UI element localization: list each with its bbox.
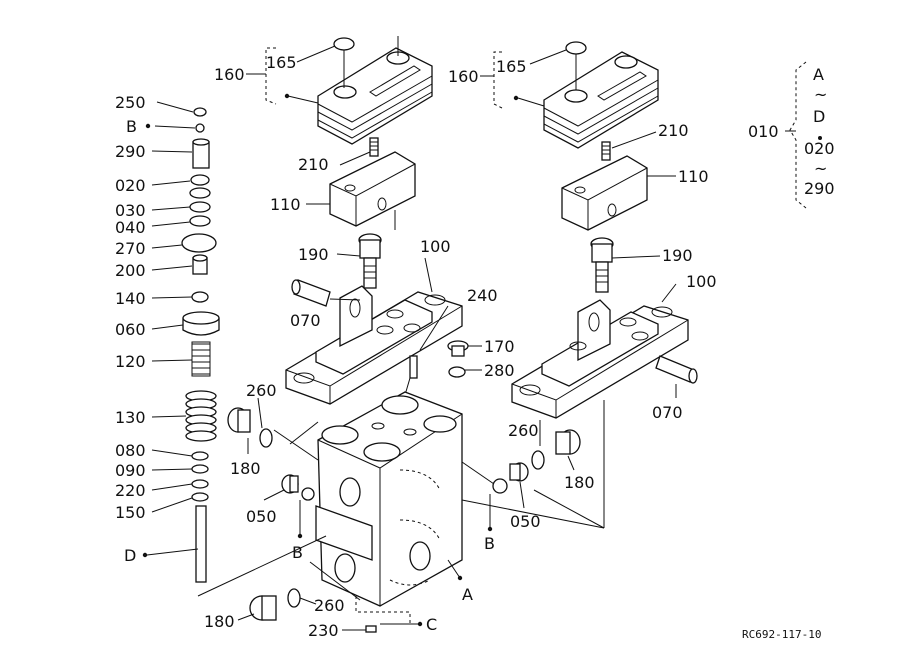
plug-180-left — [227, 407, 251, 433]
pin-070-left — [291, 279, 331, 307]
label-240: 240 — [467, 286, 498, 305]
label-B-center: B — [292, 543, 303, 562]
plug-050-left — [281, 474, 299, 494]
cover-assembly-left — [317, 36, 433, 145]
label-290: 290 — [115, 142, 146, 161]
label-080: 080 — [115, 441, 146, 460]
label-050-right: 050 — [510, 512, 541, 531]
label-190-left: 190 — [298, 245, 329, 264]
label-165-right: 165 — [496, 57, 527, 76]
label-210-left: 210 — [298, 155, 329, 174]
screw-210-right — [601, 141, 611, 161]
part-labels: 250 B 290 020 030 040 270 200 140 060 12… — [115, 53, 835, 641]
label-250: 250 — [115, 93, 146, 112]
screw-210-left — [369, 137, 379, 157]
label-260-bottom: 260 — [314, 596, 345, 615]
label-B-right: B — [484, 534, 495, 553]
label-190-right: 190 — [662, 246, 693, 265]
label-230: 230 — [308, 621, 339, 640]
spool-stack — [181, 107, 220, 583]
group-label-D: D — [813, 107, 825, 126]
label-270: 270 — [115, 239, 146, 258]
cover-assembly-right — [543, 41, 659, 149]
pin-070-right — [655, 355, 698, 384]
label-A: A — [462, 585, 473, 604]
label-050-left: 050 — [246, 507, 277, 526]
label-B-left: B — [126, 117, 137, 136]
label-040: 040 — [115, 218, 146, 237]
label-110-left: 110 — [270, 195, 301, 214]
plug-180-bottom — [249, 595, 277, 621]
label-140: 140 — [115, 289, 146, 308]
group-label-A: A — [813, 65, 824, 84]
label-060: 060 — [115, 320, 146, 339]
plate-100-left — [285, 285, 463, 405]
label-C: C — [426, 615, 437, 634]
label-180-left: 180 — [230, 459, 261, 478]
label-100-left: 100 — [420, 237, 451, 256]
label-160-left: 160 — [214, 65, 245, 84]
left-leaders — [146, 101, 199, 556]
valve-body — [315, 391, 463, 607]
label-020: 020 — [115, 176, 146, 195]
label-030: 030 — [115, 201, 146, 220]
plate-100-right — [511, 299, 689, 419]
label-260-right: 260 — [508, 421, 539, 440]
bolt-190-right — [590, 237, 614, 293]
group-label-290: 290 — [804, 179, 835, 198]
group-tilde-1: ~ — [814, 85, 827, 104]
label-280: 280 — [484, 361, 515, 380]
plug-170 — [447, 340, 469, 357]
label-165-left: 165 — [266, 53, 297, 72]
label-D: D — [124, 546, 136, 565]
plug-180-right — [555, 429, 581, 455]
block-110-left — [329, 151, 416, 227]
label-130: 130 — [115, 408, 146, 427]
group-label-020: 020 — [804, 139, 835, 158]
label-100-right: 100 — [686, 272, 717, 291]
label-150: 150 — [115, 503, 146, 522]
label-180-bottom: 180 — [204, 612, 235, 631]
assembly-lines — [197, 400, 605, 601]
bolt-190-left — [358, 233, 382, 289]
label-010: 010 — [748, 122, 779, 141]
block-110-right — [561, 155, 648, 231]
label-120: 120 — [115, 352, 146, 371]
label-070-right: 070 — [652, 403, 683, 422]
label-070-left: 070 — [290, 311, 321, 330]
plug-050-right — [509, 462, 529, 482]
label-220: 220 — [115, 481, 146, 500]
reference-code: RC692-117-10 — [742, 628, 821, 641]
label-110-right: 110 — [678, 167, 709, 186]
label-170: 170 — [484, 337, 515, 356]
group-tilde-2: ~ — [814, 159, 827, 178]
label-160-right: 160 — [448, 67, 479, 86]
label-200: 200 — [115, 261, 146, 280]
label-260-left: 260 — [246, 381, 277, 400]
label-090: 090 — [115, 461, 146, 480]
label-210-right: 210 — [658, 121, 689, 140]
label-180-right: 180 — [564, 473, 595, 492]
